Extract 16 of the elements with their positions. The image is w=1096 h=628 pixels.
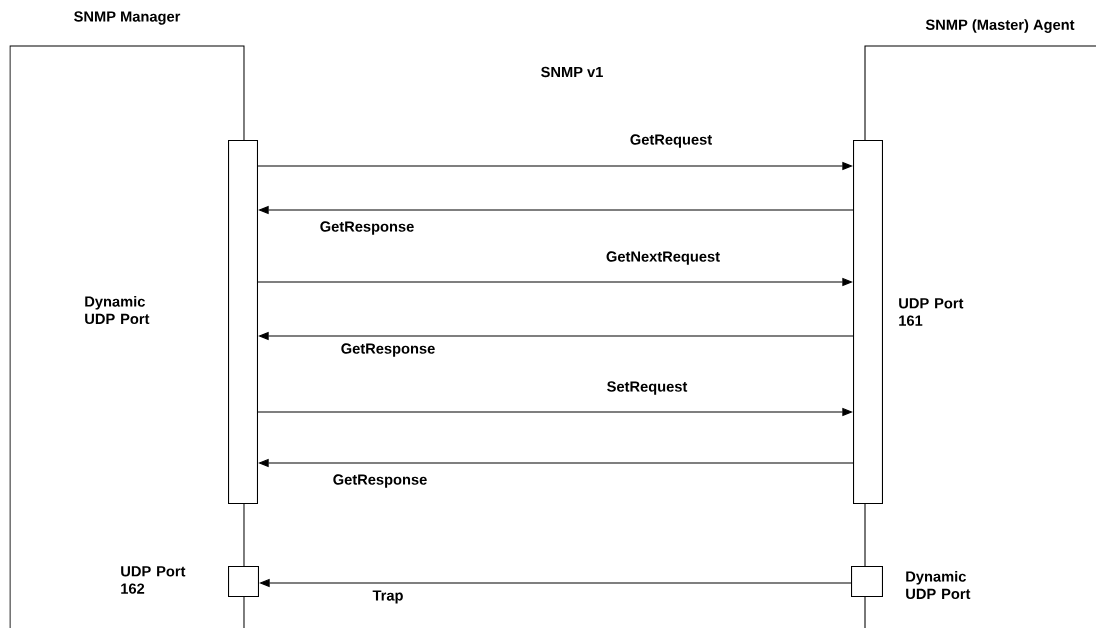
port-label: Dynamic UDP Port <box>85 295 150 325</box>
edge-label: GetResponse <box>331 473 429 489</box>
port-label: UDP Port 162 <box>121 566 186 594</box>
port-label: Dynamic UDP Port <box>906 570 971 600</box>
edge-label: Trap <box>371 589 405 605</box>
port-box <box>851 566 883 597</box>
edge-label: GetNextRequest <box>604 250 722 266</box>
title: SNMP v1 <box>541 66 603 78</box>
activation-bar <box>853 140 883 504</box>
port-label: UDP Port 161 <box>899 298 964 326</box>
edge-label: GetResponse <box>318 220 416 236</box>
edge-label: GetRequest <box>628 133 714 149</box>
edge-label: GetResponse <box>339 342 437 358</box>
edge-label: SetRequest <box>605 380 689 396</box>
port-box <box>228 566 259 597</box>
activation-bar <box>228 140 258 504</box>
